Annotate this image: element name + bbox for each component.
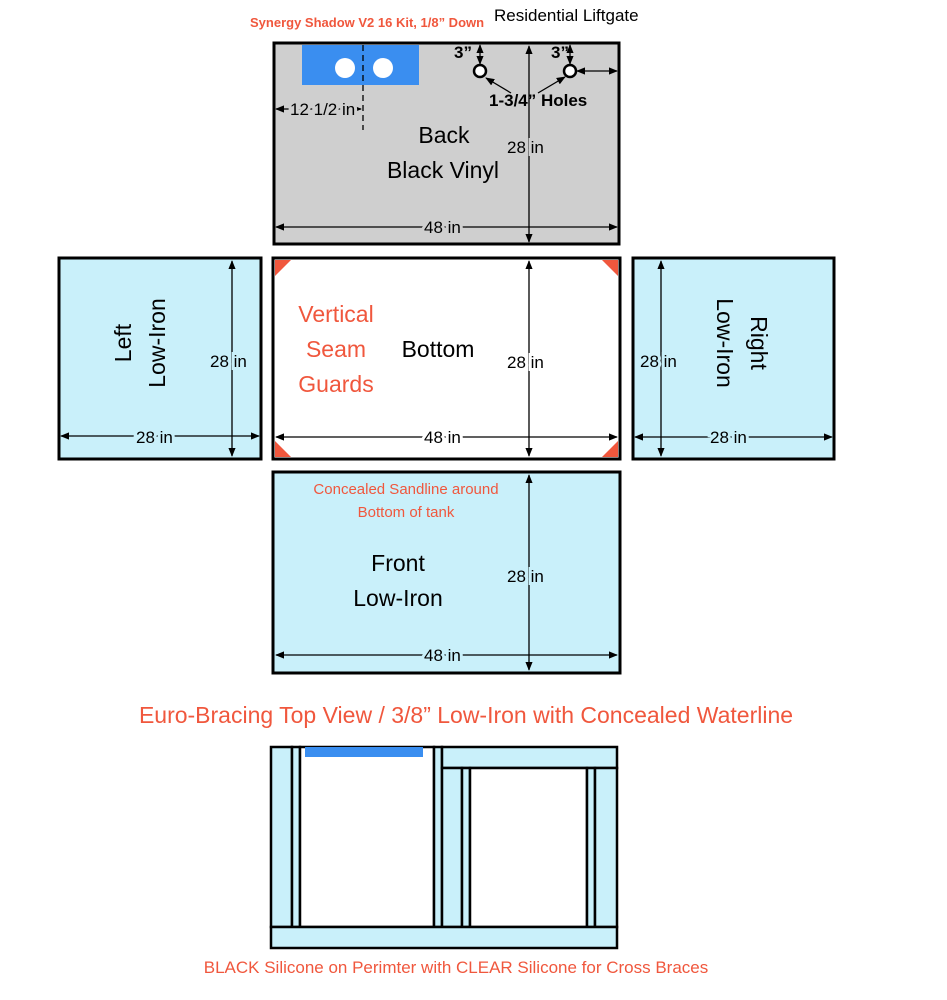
front-width: 48 in [424,646,461,665]
hole-offset-2: 3” [551,43,569,62]
bottom-panel: Vertical Seam Guards Bottom 28 in 48 in [271,256,622,461]
bracing-caption: BLACK Silicone on Perimter with CLEAR Si… [204,958,709,977]
left-title: Left [110,323,136,362]
right-panel: Right Low-Iron 28 in 28 in [631,256,836,461]
sandline-note-1: Concealed Sandline around [313,481,498,498]
right-height: 28 in [640,352,677,371]
right-title: Right [746,316,772,370]
right-subtitle: Low-Iron [712,298,738,387]
left-subtitle: Low-Iron [144,298,170,387]
left-height: 28 in [210,352,247,371]
sandline-note-2: Bottom of tank [358,504,455,521]
euro-bracing-top-view [269,745,619,950]
offset-label: 12 1/2 in [290,100,355,119]
bulkhead-hole [335,58,355,78]
bulkhead-hole [373,58,393,78]
guards-line1: Vertical [298,301,373,327]
overflow-box [302,45,419,85]
guards-line3: Guards [298,371,373,397]
front-panel: Concealed Sandline around Bottom of tank… [271,470,622,675]
liftgate-label: Residential Liftgate [494,6,639,25]
bottom-height: 28 in [507,353,544,372]
front-title: Front [371,550,425,576]
hole [562,63,578,79]
kit-note: Synergy Shadow V2 16 Kit, 1/8” Down [250,15,484,30]
holes-label: 1-3/4” Holes [489,91,587,110]
back-height: 28 in [507,138,544,157]
hole-offset-1: 3” [454,43,472,62]
left-width: 28 in [136,428,173,447]
hole [472,63,488,79]
bottom-title: Bottom [402,336,475,362]
right-width: 28 in [710,428,747,447]
front-subtitle: Low-Iron [353,585,442,611]
bottom-width: 48 in [424,428,461,447]
guards-line2: Seam [306,336,366,362]
back-title: Back [418,122,470,148]
front-height: 28 in [507,567,544,586]
back-subtitle: Black Vinyl [387,157,499,183]
left-panel: Left Low-Iron 28 in 28 in [57,256,263,461]
back-panel: 12 1/2 in 3” 3” 1-3/4” Holes Back Black … [272,41,621,246]
back-width: 48 in [424,218,461,237]
bracing-title: Euro-Bracing Top View / 3/8” Low-Iron wi… [139,702,793,728]
overflow-box [305,747,423,757]
